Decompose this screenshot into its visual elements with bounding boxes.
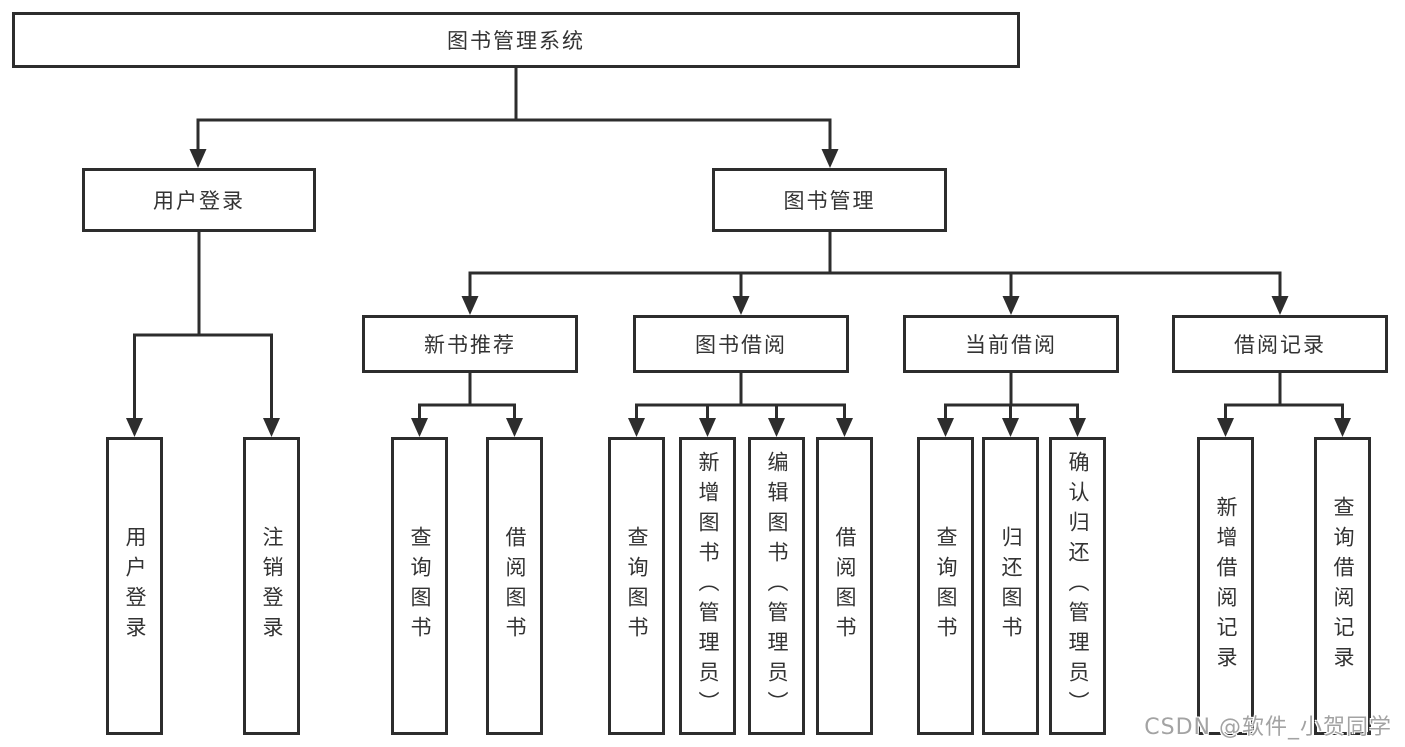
leaf-current-confirm-return-admin: 确认归还（管理员）: [1049, 437, 1106, 735]
node-book-management: 图书管理: [712, 168, 947, 232]
leaf-label: 借阅图书: [503, 526, 527, 646]
node-label: 新书推荐: [424, 333, 516, 357]
leaf-records-add-record: 新增借阅记录: [1197, 437, 1254, 735]
node-book-borrowing: 图书借阅: [633, 315, 849, 373]
leaf-label: 归还图书: [999, 526, 1023, 646]
node-label: 借阅记录: [1234, 333, 1326, 357]
leaf-current-return-books: 归还图书: [982, 437, 1039, 735]
leaf-label: 注销登录: [260, 526, 284, 646]
leaf-label: 借阅图书: [833, 526, 857, 646]
node-label: 图书管理系统: [447, 29, 585, 53]
leaf-label: 查询图书: [625, 526, 649, 646]
node-borrow-records: 借阅记录: [1172, 315, 1388, 373]
leaf-label: 编辑图书（管理员）: [765, 451, 789, 721]
leaf-label: 新增图书（管理员）: [696, 451, 720, 721]
leaf-label: 新增借阅记录: [1214, 496, 1238, 676]
leaf-borrowing-add-books-admin: 新增图书（管理员）: [679, 437, 736, 735]
leaf-recommend-query-books: 查询图书: [391, 437, 448, 735]
leaf-borrowing-edit-books-admin: 编辑图书（管理员）: [748, 437, 805, 735]
node-current-borrowing: 当前借阅: [903, 315, 1119, 373]
leaf-label: 确认归还（管理员）: [1066, 451, 1090, 721]
leaf-label: 查询图书: [934, 526, 958, 646]
arrow-down-icons: [126, 149, 1351, 437]
node-label: 用户登录: [153, 189, 245, 213]
leaf-label: 查询借阅记录: [1331, 496, 1355, 676]
leaf-borrowing-borrow-books: 借阅图书: [816, 437, 873, 735]
node-label: 图书借阅: [695, 333, 787, 357]
node-user-login: 用户登录: [82, 168, 316, 232]
csdn-watermark: CSDN @软件_小贺同学: [1144, 715, 1392, 740]
node-root-system: 图书管理系统: [12, 12, 1020, 68]
leaf-records-query-record: 查询借阅记录: [1314, 437, 1371, 735]
leaf-borrowing-query-books: 查询图书: [608, 437, 665, 735]
leaf-current-query-books: 查询图书: [917, 437, 974, 735]
tree-edges: [133, 68, 1344, 422]
node-label: 当前借阅: [965, 333, 1057, 357]
leaf-label: 用户登录: [123, 526, 147, 646]
leaf-user-login: 用户登录: [106, 437, 163, 735]
leaf-label: 查询图书: [408, 526, 432, 646]
leaf-recommend-borrow-books: 借阅图书: [486, 437, 543, 735]
node-new-book-recommend: 新书推荐: [362, 315, 578, 373]
node-label: 图书管理: [783, 189, 876, 213]
leaf-logout: 注销登录: [243, 437, 300, 735]
